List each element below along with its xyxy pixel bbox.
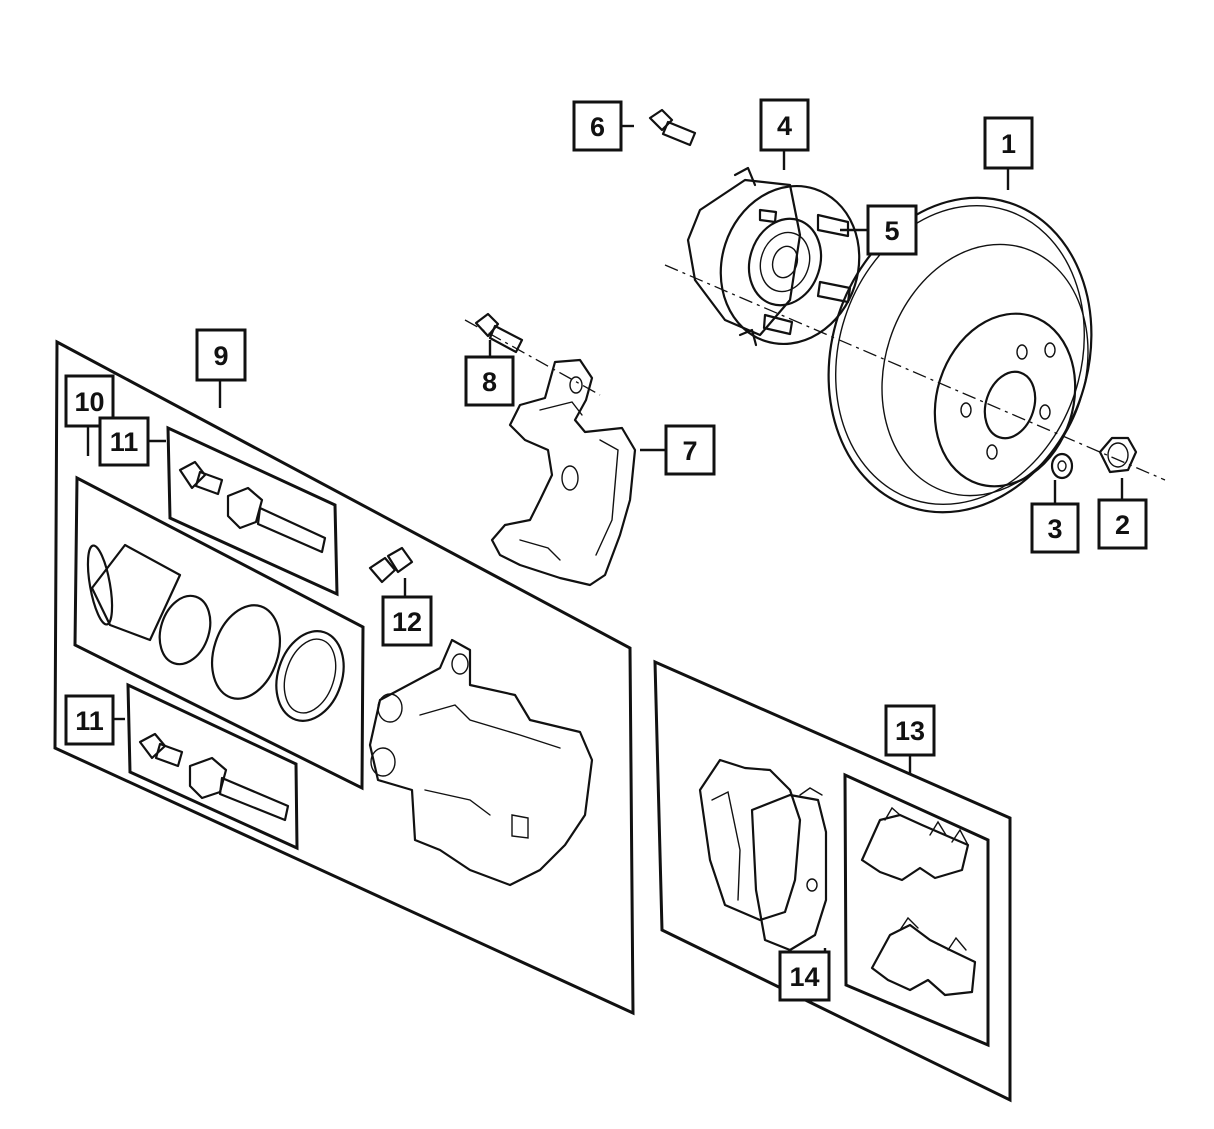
callout-8-text: 8 bbox=[482, 367, 497, 397]
guide-pin-lower bbox=[138, 732, 290, 822]
callout-14[interactable]: 14 bbox=[778, 950, 831, 1002]
callout-11-lower[interactable]: 11 bbox=[64, 694, 115, 746]
hub-bolt bbox=[648, 108, 697, 147]
hub-axis-line bbox=[664, 264, 1166, 481]
caliper-bracket bbox=[490, 358, 637, 587]
callout-6-text: 6 bbox=[590, 112, 605, 142]
caliper-piston bbox=[86, 543, 212, 666]
callout-1[interactable]: 1 bbox=[983, 116, 1034, 170]
callout-3[interactable]: 3 bbox=[1030, 502, 1080, 554]
callout-12[interactable]: 12 bbox=[381, 595, 433, 647]
anti-rattle-clip-upper bbox=[860, 806, 970, 882]
dust-boot bbox=[275, 630, 345, 722]
bleeder-screw bbox=[368, 546, 414, 584]
guide-pin-kit-upper bbox=[166, 425, 339, 597]
callout-11-upper-text: 11 bbox=[110, 427, 139, 457]
piston-seal bbox=[211, 604, 281, 700]
callout-1-text: 1 bbox=[1001, 129, 1016, 159]
callout-12-text: 12 bbox=[392, 607, 422, 637]
bracket-bolt-axis-line bbox=[464, 319, 601, 396]
callout-2-text: 2 bbox=[1115, 510, 1130, 540]
callout-9-text: 9 bbox=[213, 341, 228, 371]
callout-7[interactable]: 7 bbox=[664, 424, 716, 476]
callout-13[interactable]: 13 bbox=[884, 704, 936, 757]
brake-pad-inner bbox=[750, 787, 828, 952]
callout-9[interactable]: 9 bbox=[195, 328, 247, 382]
brake-rotor bbox=[827, 196, 1093, 514]
guide-pin-upper bbox=[178, 460, 327, 554]
dust-boot-inner bbox=[283, 638, 337, 714]
brake-pad-outer bbox=[698, 758, 802, 922]
callout-6[interactable]: 6 bbox=[572, 100, 623, 152]
callout-8[interactable]: 8 bbox=[464, 355, 515, 407]
caliper-housing bbox=[368, 638, 594, 887]
bracket-bolt bbox=[474, 312, 524, 354]
callout-11-upper[interactable]: 11 bbox=[98, 416, 150, 467]
washer bbox=[1050, 452, 1074, 480]
callout-4[interactable]: 4 bbox=[759, 98, 810, 152]
anti-rattle-clip-lower bbox=[870, 916, 977, 997]
callout-14-text: 14 bbox=[789, 962, 819, 992]
lug-nut bbox=[1098, 436, 1138, 474]
wheel-studs bbox=[758, 208, 852, 336]
callout-10-text: 10 bbox=[74, 387, 104, 417]
callout-4-text: 4 bbox=[777, 111, 792, 141]
callout-7-text: 7 bbox=[682, 436, 697, 466]
callout-3-text: 3 bbox=[1047, 514, 1062, 544]
callout-11-lower-text: 11 bbox=[75, 706, 104, 736]
callout-13-text: 13 bbox=[895, 716, 925, 746]
callout-5[interactable]: 5 bbox=[866, 204, 918, 256]
callout-5-text: 5 bbox=[884, 216, 899, 246]
callout-2[interactable]: 2 bbox=[1097, 498, 1148, 550]
